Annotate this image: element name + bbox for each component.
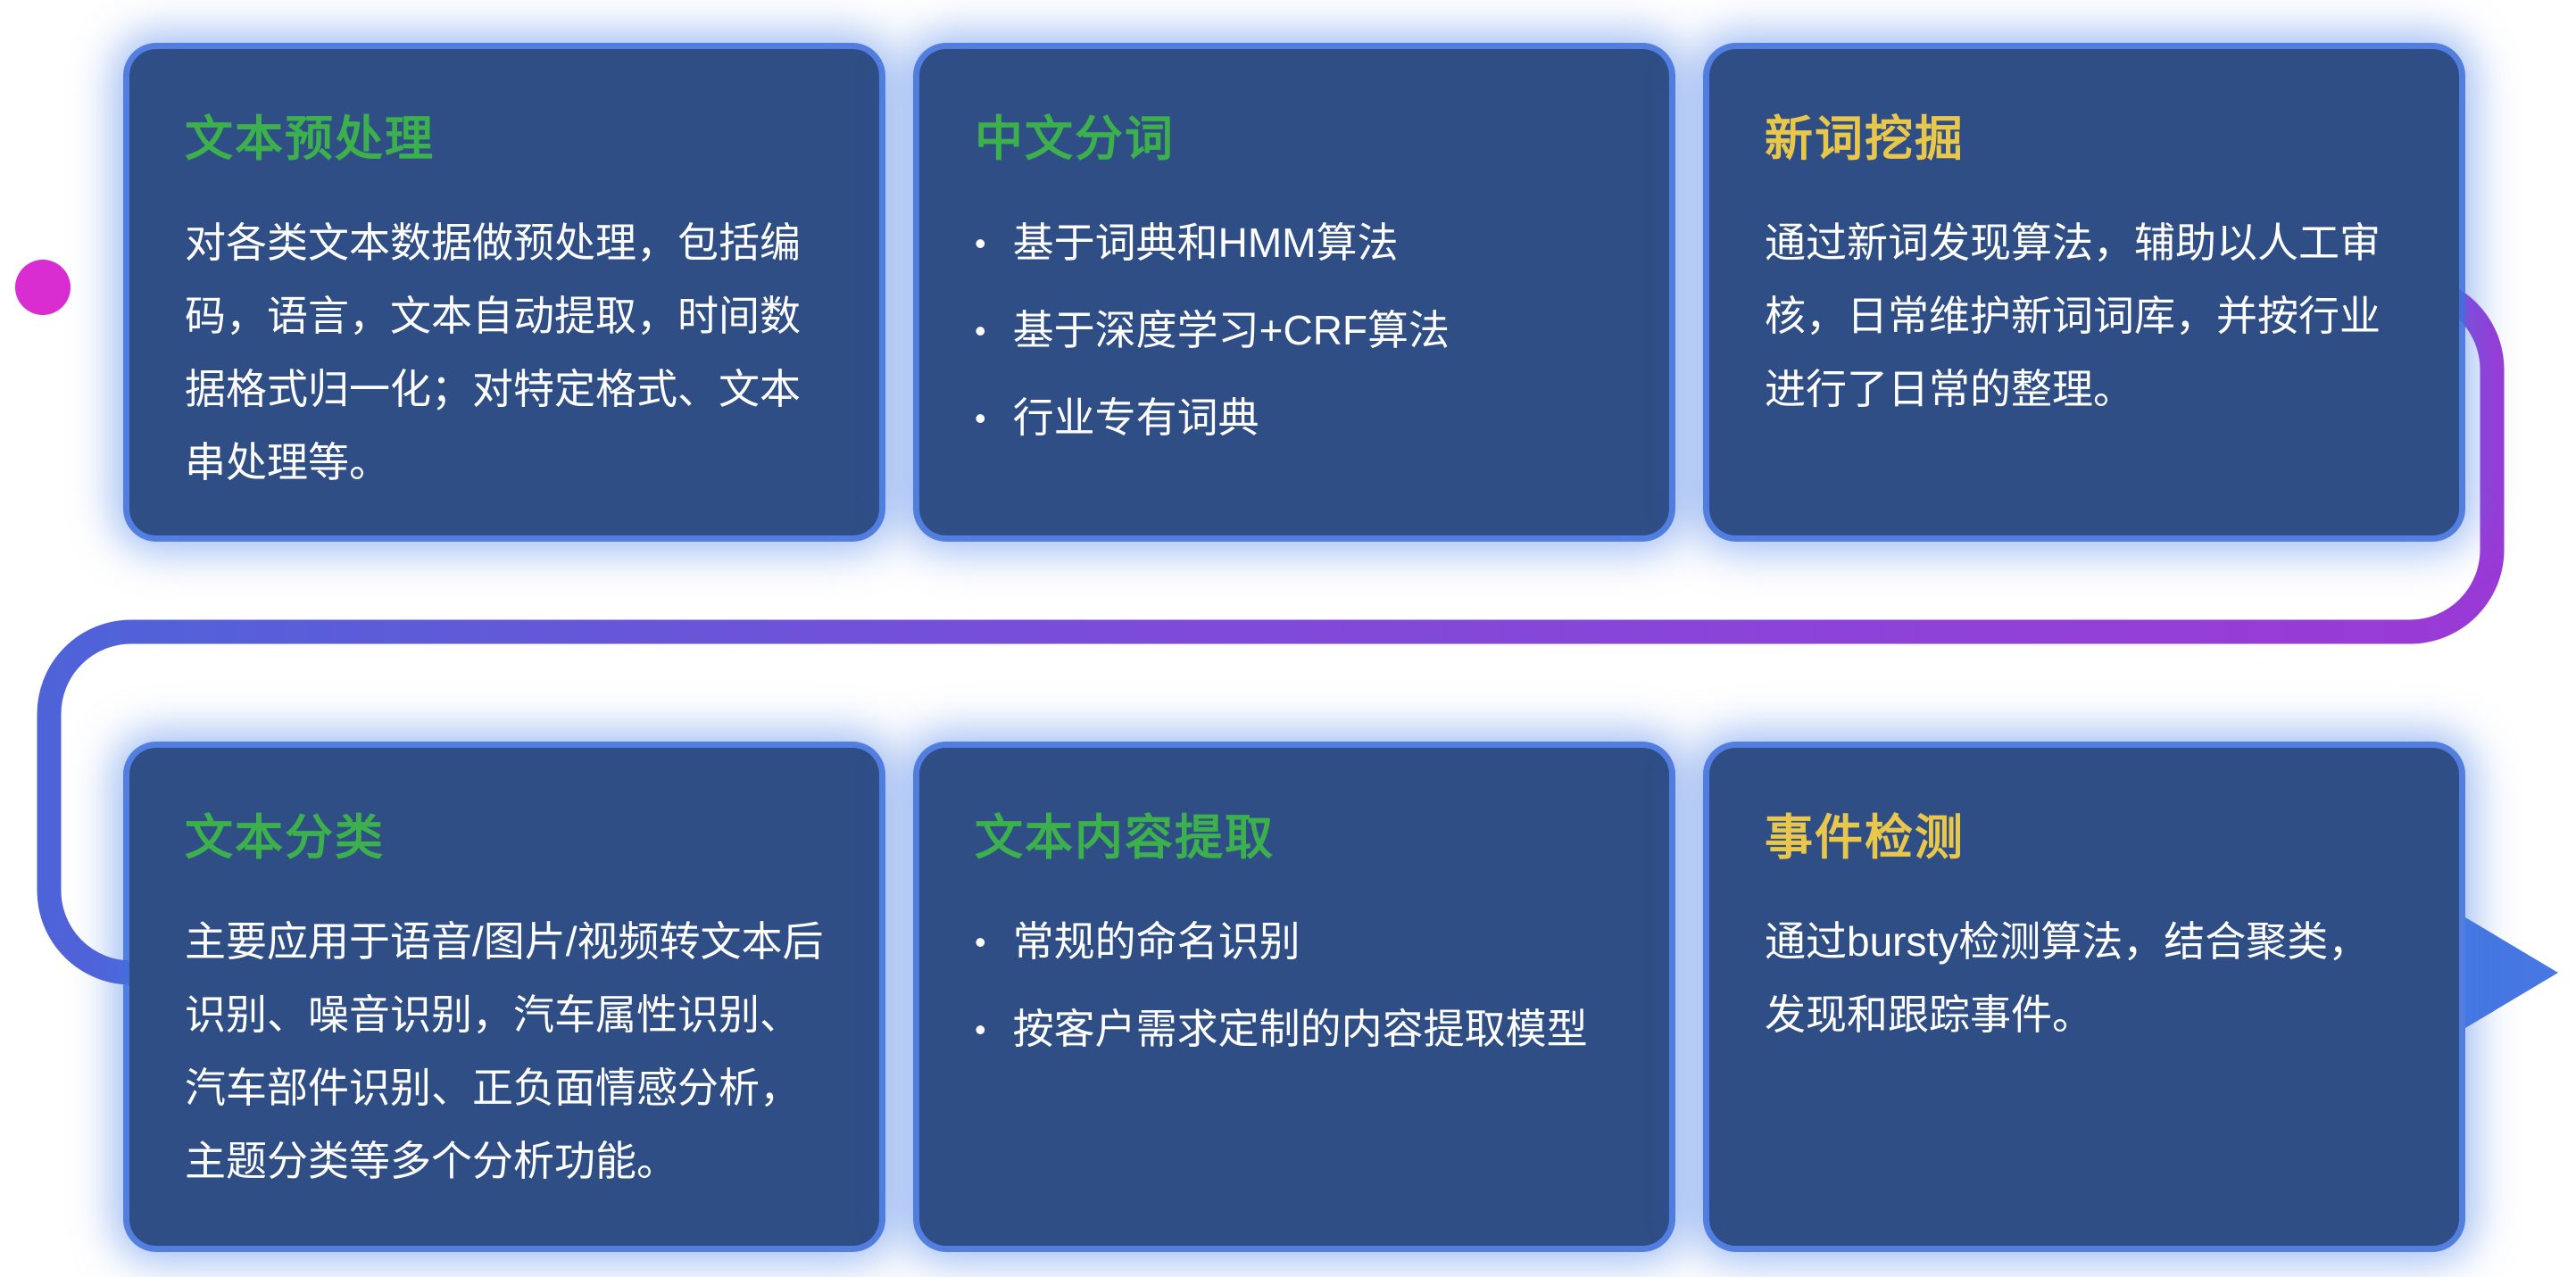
card-title: 事件检测 (1765, 811, 1965, 865)
card-new-word-mining: 新词挖掘 通过新词发现算法，辅助以人工审核，日常维护新词词库，并按行业进行了日常… (1709, 49, 2459, 535)
card-body: 通过新词发现算法，辅助以人工审核，日常维护新词词库，并按行业进行了日常的整理。 (1765, 220, 2381, 412)
card-title: 文本预处理 (185, 112, 435, 166)
bullet-dot-icon: • (975, 400, 986, 436)
bullet-dot-icon: • (975, 924, 986, 960)
arrow-right-icon (2465, 917, 2558, 1028)
card-body: 通过bursty检测算法，结合聚类，发现和跟踪事件。 (1765, 918, 2370, 1038)
list-item: • 行业专有词典 (975, 382, 1614, 455)
bullet-dot-icon: • (975, 225, 986, 261)
card-text-preprocessing: 文本预处理 对各类文本数据做预处理，包括编码，语言，文本自动提取，时间数据格式归… (129, 49, 879, 535)
bullet-list: • 常规的命名识别 • 按客户需求定制的内容提取模型 (975, 906, 1614, 1066)
flow-line-return (37, 275, 2505, 985)
card-title: 文本内容提取 (975, 811, 1275, 865)
bullet-text: 按客户需求定制的内容提取模型 (1012, 1006, 1588, 1052)
list-item: • 常规的命名识别 (975, 906, 1614, 979)
card-chinese-word-segmentation: 中文分词 • 基于词典和HMM算法 • 基于深度学习+CRF算法 • 行业专有词… (919, 49, 1669, 535)
card-text-content-extraction: 文本内容提取 • 常规的命名识别 • 按客户需求定制的内容提取模型 (919, 748, 1669, 1246)
list-item: • 基于词典和HMM算法 (975, 207, 1614, 280)
bullet-dot-icon: • (975, 1011, 986, 1048)
bullet-text: 行业专有词典 (1012, 394, 1259, 441)
card-title: 新词挖掘 (1765, 112, 1965, 166)
bullet-text: 基于词典和HMM算法 (1012, 220, 1399, 266)
card-title: 文本分类 (185, 811, 385, 865)
list-item: • 基于深度学习+CRF算法 (975, 294, 1614, 368)
bullet-dot-icon: • (975, 312, 986, 349)
card-title: 中文分词 (975, 112, 1175, 166)
bullet-text: 基于深度学习+CRF算法 (1012, 307, 1450, 353)
card-body: 主要应用于语音/图片/视频转文本后识别、噪音识别，汽车属性识别、汽车部件识别、正… (185, 918, 824, 1184)
card-body: 对各类文本数据做预处理，包括编码，语言，文本自动提取，时间数据格式归一化；对特定… (185, 220, 801, 485)
card-event-detection: 事件检测 通过bursty检测算法，结合聚类，发现和跟踪事件。 (1709, 748, 2459, 1246)
bullet-list: • 基于词典和HMM算法 • 基于深度学习+CRF算法 • 行业专有词典 (975, 207, 1614, 455)
card-text-classification: 文本分类 主要应用于语音/图片/视频转文本后识别、噪音识别，汽车属性识别、汽车部… (129, 748, 879, 1246)
list-item: • 按客户需求定制的内容提取模型 (975, 993, 1614, 1066)
bullet-text: 常规的命名识别 (1012, 918, 1300, 965)
